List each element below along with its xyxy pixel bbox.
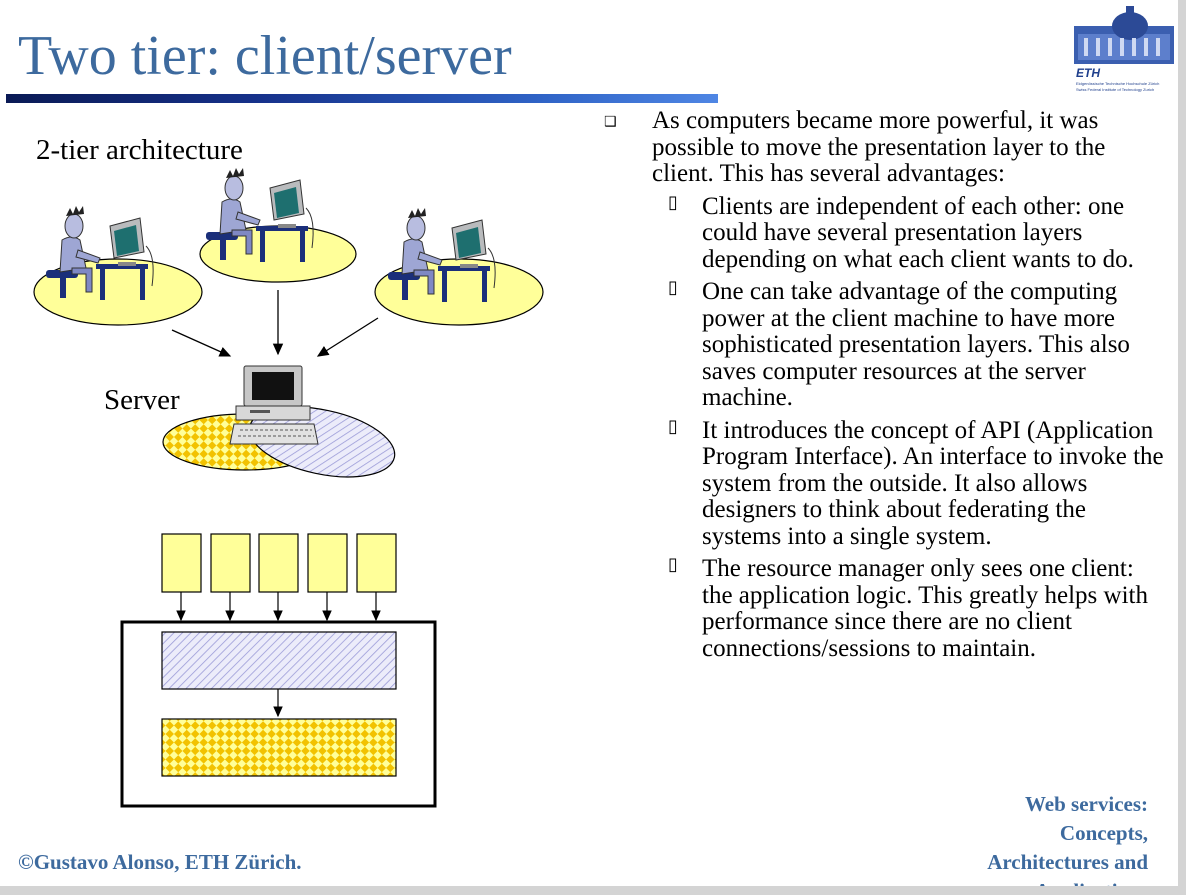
server-computer-icon xyxy=(229,365,319,445)
sub-bullet-1: ▯ Clients are independent of each other:… xyxy=(604,192,1164,274)
footer-series-line-1: Web services: xyxy=(1024,792,1148,816)
logo-subtitle-1: Eidgenössische Technische Hochschule Zür… xyxy=(1076,81,1160,86)
slide-title: Two tier: client/server xyxy=(18,25,512,87)
eth-building-icon xyxy=(1074,6,1174,64)
sub-bullet-icon: ▯ xyxy=(668,554,678,575)
presentation-box-3 xyxy=(258,533,299,593)
sub-bullet-3: ▯ It introduces the concept of API (Appl… xyxy=(604,416,1164,551)
presentation-box-5 xyxy=(356,533,397,593)
square-bullet-icon: ❑ xyxy=(604,114,617,130)
server-label: Server xyxy=(104,384,180,416)
footer-series-line-2: Concepts, xyxy=(1059,821,1148,845)
sub-bullet-text: Clients are independent of each other: o… xyxy=(702,192,1134,273)
resource-manager-layer xyxy=(161,718,397,777)
arrow-client-3-server xyxy=(316,317,379,357)
arrow-client-1-server xyxy=(171,329,232,357)
sub-bullet-icon: ▯ xyxy=(668,415,678,437)
architecture-label: 2-tier architecture xyxy=(36,134,243,166)
logo-brand: ETH xyxy=(1076,66,1100,80)
server-frame xyxy=(120,620,437,808)
eth-logo: ETH Eidgenössische Technische Hochschule… xyxy=(1074,6,1174,96)
sub-bullet-icon: ▯ xyxy=(668,277,678,298)
presentation-box-2 xyxy=(210,533,251,593)
sub-bullet-text: One can take advantage of the computing … xyxy=(702,278,1130,411)
presentation-box-1 xyxy=(161,533,202,593)
footer-series-line-4: Applications xyxy=(888,877,1148,886)
logo-subtitle-2: Swiss Federal Institute of Technology Zu… xyxy=(1076,87,1155,92)
two-tier-diagram xyxy=(33,167,544,808)
presentation-box-4 xyxy=(307,533,348,593)
sub-bullet-2: ▯ One can take advantage of the computin… xyxy=(604,277,1164,412)
intro-text: As computers became more powerful, it wa… xyxy=(652,107,1106,187)
application-logic-layer xyxy=(161,631,397,690)
sub-bullet-4: ▯ The resource manager only sees one cli… xyxy=(604,554,1164,662)
intro-bullet: ❑ As computers became more powerful, it … xyxy=(604,107,1164,188)
footer-series-title: Web services: Concepts, Architectures an… xyxy=(888,790,1148,886)
footer-series-line-3: Architectures and xyxy=(987,850,1148,874)
sub-bullet-icon: ▯ xyxy=(668,191,678,213)
sub-bullet-text: The resource manager only sees one clien… xyxy=(702,555,1148,662)
bullet-list: ❑ As computers became more powerful, it … xyxy=(604,107,1164,662)
sub-bullet-text: It introduces the concept of API (Applic… xyxy=(702,416,1164,550)
footer-credit: ©Gustavo Alonso, ETH Zürich. xyxy=(18,850,302,874)
title-underline-bar xyxy=(6,94,718,103)
